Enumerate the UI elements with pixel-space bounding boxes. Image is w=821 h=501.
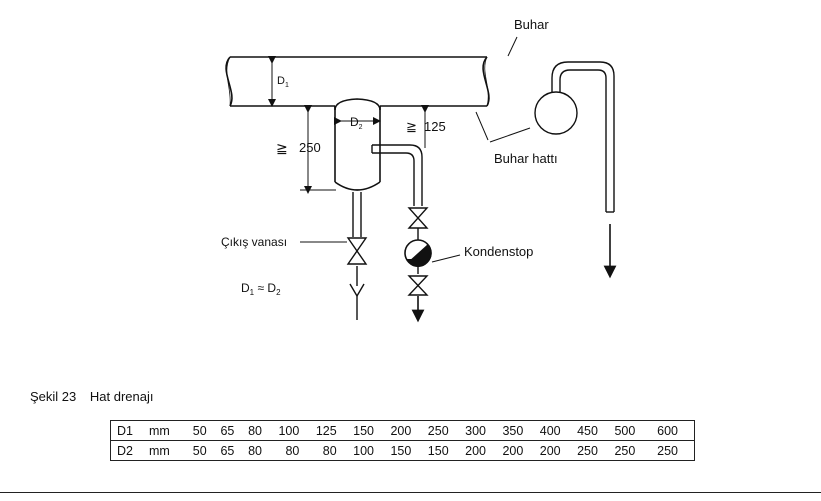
- table-cell: 150: [414, 440, 452, 461]
- dim-125-label: 125: [424, 119, 446, 134]
- trap-label: Kondenstop: [464, 244, 533, 259]
- ge-symbol-125: ≧: [406, 119, 417, 134]
- table-cell: 450: [563, 420, 601, 441]
- table-cell: 250: [600, 440, 639, 461]
- steam-trap-icon: [404, 239, 432, 267]
- table-cell: 500: [600, 420, 639, 441]
- table-cell: 150: [339, 420, 377, 441]
- table-cell: 200: [488, 440, 527, 461]
- table-cell: 200: [526, 440, 564, 461]
- table-cell: 50: [182, 440, 210, 461]
- d1-label: D1: [277, 75, 289, 89]
- dim-125: ≧ 125: [406, 105, 446, 148]
- table-cell: 600: [638, 420, 696, 441]
- table-cell: 80: [302, 440, 340, 461]
- steam-line-section: [534, 61, 615, 213]
- d1-approx-d2: D1 ≈ D2: [241, 281, 281, 297]
- dim-250-label: 250: [299, 140, 321, 155]
- table-cell: 125: [302, 420, 340, 441]
- table-cell: 80: [237, 440, 266, 461]
- table-cell: 350: [488, 420, 527, 441]
- d2-label: D2: [350, 115, 363, 131]
- steam-line-label: Buhar hattı: [494, 151, 558, 166]
- line-drainage-diagram: D1 D2 ≧ 250 ≧ 125 Çıkış vanası: [221, 17, 617, 323]
- table-cell: 300: [451, 420, 489, 441]
- steam-label: Buhar: [514, 17, 549, 32]
- trap-inlet-valve-icon: [407, 207, 429, 229]
- table-cell: 400: [526, 420, 564, 441]
- drain-outlet-pipe: [349, 192, 365, 320]
- figure-caption: Şekil 23 Hat drenajı: [30, 389, 153, 404]
- d2-dimension: D2: [334, 115, 381, 131]
- table-cell: 250: [638, 440, 696, 461]
- table-cell: 50: [182, 420, 210, 441]
- d1-dimension: D1: [268, 56, 289, 107]
- ge-symbol-250: ≧: [276, 140, 288, 156]
- table-cell: 250: [414, 420, 452, 441]
- bottom-divider: [0, 492, 821, 493]
- trap-outlet-valve-icon: [407, 275, 429, 296]
- outlet-valve-icon: [346, 237, 368, 265]
- dim-250: ≧ 250: [276, 105, 336, 194]
- table-cell: 80: [237, 420, 266, 441]
- row-unit: mm: [146, 420, 182, 441]
- table-cell: 200: [451, 440, 489, 461]
- table-cell: 80: [265, 440, 303, 461]
- table-cell: 100: [265, 420, 303, 441]
- figure-title: Hat drenajı: [89, 389, 154, 404]
- table-cell: 65: [209, 440, 238, 461]
- table-cell: 65: [209, 420, 238, 441]
- row-label: D2: [110, 440, 146, 461]
- trap-branch-pipe: [371, 144, 423, 206]
- row-label: D1: [110, 420, 146, 441]
- outlet-valve-label: Çıkış vanası: [221, 235, 287, 249]
- figure-number: Şekil 23: [30, 389, 77, 404]
- table-cell: 100: [339, 440, 377, 461]
- table-cell: 200: [377, 420, 415, 441]
- table-cell: 250: [563, 440, 601, 461]
- row-unit: mm: [146, 440, 182, 461]
- table-cell: 150: [377, 440, 415, 461]
